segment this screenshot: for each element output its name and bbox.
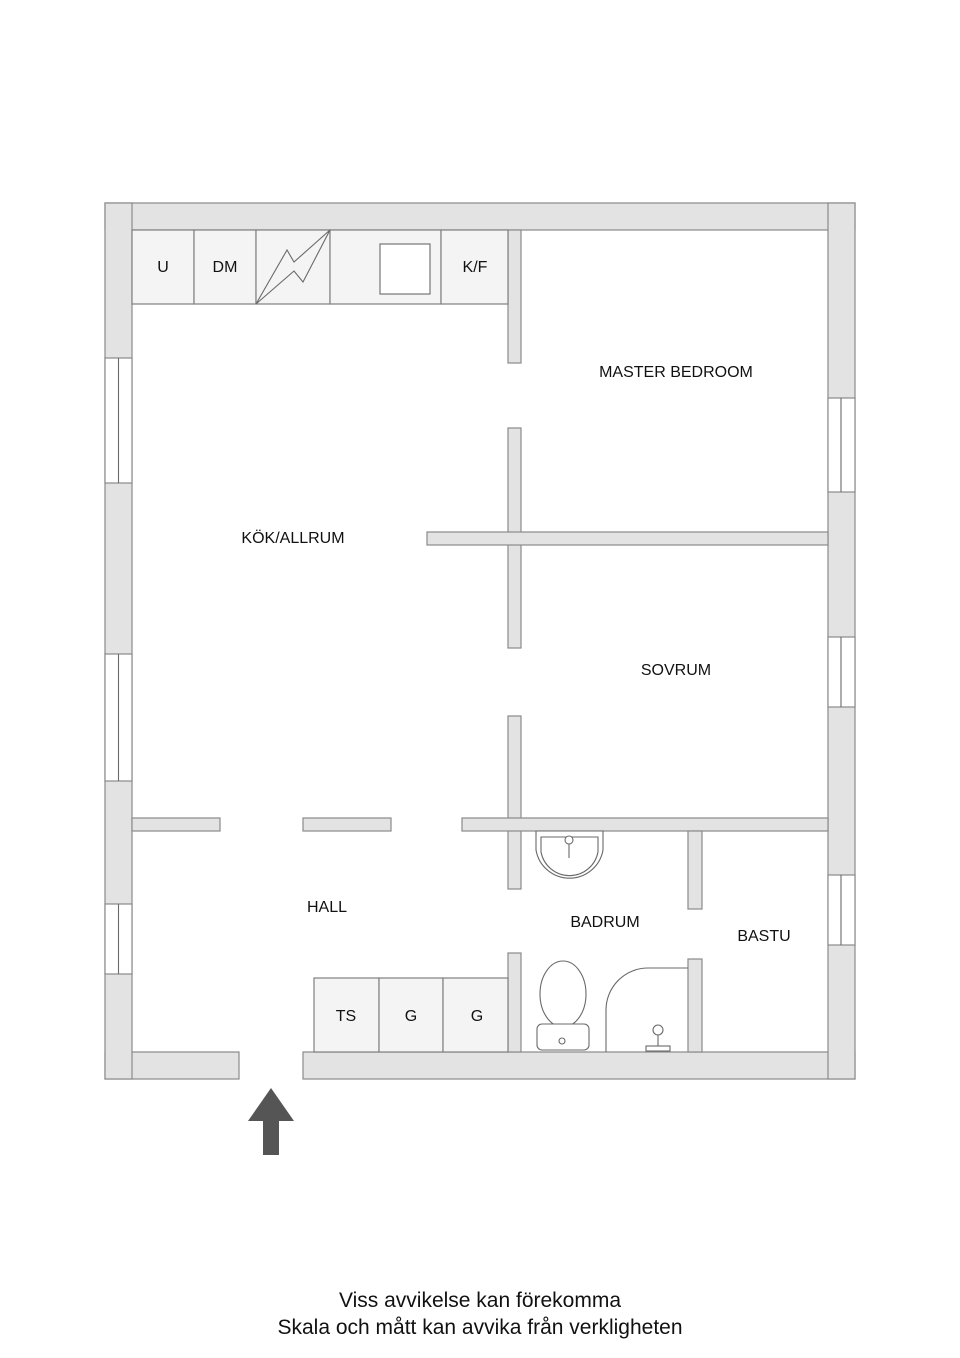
label-g1: G [405,1008,417,1025]
entrance-arrow-icon [248,1088,294,1155]
electric-stove-icon [255,229,331,305]
disclaimer-line-2: Skala och mått kan avvika från verklighe… [277,1316,683,1339]
label-kf: K/F [463,259,488,276]
label-u: U [157,259,169,276]
outer-walls [104,202,856,1080]
room-master-bedroom: MASTER BEDROOM [599,364,753,381]
label-ts: TS [336,1008,356,1025]
hall-storage: TS G G [313,977,509,1053]
storage-ts [313,977,380,1053]
sink-square-icon [379,243,431,295]
room-kitchen: KÖK/ALLRUM [241,529,344,547]
room-bathroom: BADRUM [570,914,639,931]
kitchen-counter: U DM K/F [131,229,509,305]
disclaimer-line-1: Viss avvikelse kan förekomma [338,1289,622,1312]
storage-g2 [442,977,509,1053]
kitchen-unit-u [131,229,195,305]
label-dm: DM [213,259,238,276]
room-sauna: BASTU [737,928,790,945]
kitchen-unit-dm [193,229,257,305]
room-bedroom: SOVRUM [641,662,711,679]
room-labels: MASTER BEDROOM KÖK/ALLRUM SOVRUM HALL BA… [241,364,790,945]
storage-g1 [378,977,444,1053]
label-g2: G [471,1008,483,1025]
kitchen-unit-electric [255,229,331,305]
toilet-icon [536,960,590,1051]
windows-left [104,357,133,975]
kitchen-unit-kf [440,229,509,305]
room-hall: HALL [307,899,347,916]
windows-right [827,397,856,946]
shower-icon [605,967,688,1052]
interior-walls [131,229,829,1053]
washbasin-icon [535,830,604,879]
